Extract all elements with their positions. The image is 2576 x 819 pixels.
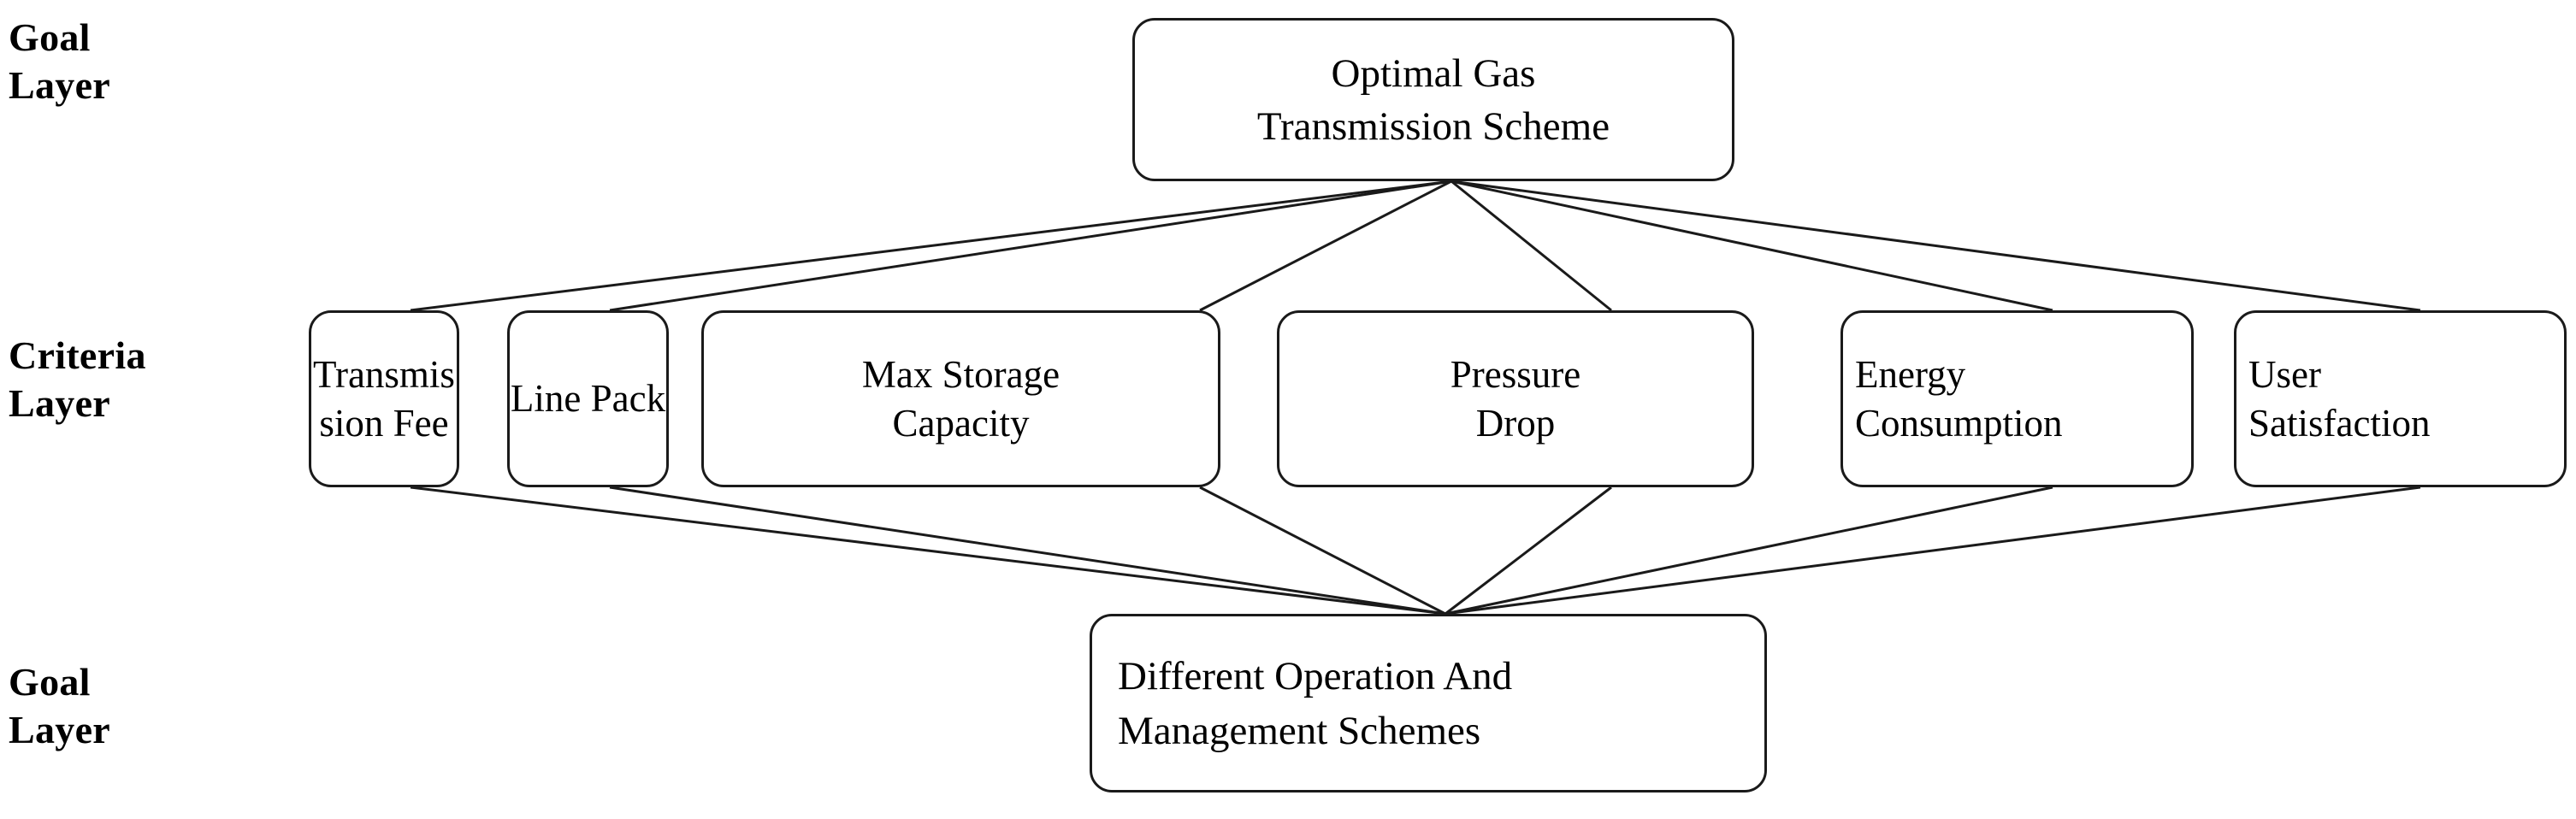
- node-label-line: sion Fee: [319, 401, 449, 445]
- node-line-pack[interactable]: Line Pack: [507, 310, 669, 487]
- layer-label-criteria-layer: Criteria Layer: [9, 333, 146, 425]
- edge-optimal-gas-transmission-scheme-to-line-pack: [609, 180, 1452, 312]
- node-label-line: Management Schemes: [1118, 708, 1481, 753]
- node-transmission-fee[interactable]: Transmis sion Fee: [309, 310, 459, 487]
- layer-label-goal-layer-bottom: Goal Layer: [9, 660, 111, 751]
- node-label-line: Transmission Scheme: [1256, 103, 1610, 149]
- node-label-line: User: [2248, 352, 2321, 396]
- edge-optimal-gas-transmission-scheme-to-energy-consumption: [1450, 180, 2053, 312]
- edge-optimal-gas-transmission-scheme-to-transmission-fee: [410, 180, 1452, 312]
- node-label-line: Energy: [1855, 352, 1966, 396]
- edge-energy-consumption-to-different-operation-and-management-schemes: [1445, 486, 2053, 616]
- edge-max-storage-capacity-to-different-operation-and-management-schemes: [1199, 486, 1446, 616]
- node-label-line: Satisfaction: [2248, 401, 2431, 445]
- edge-optimal-gas-transmission-scheme-to-max-storage-capacity: [1199, 180, 1452, 312]
- node-label-line: Optimal Gas: [1331, 50, 1536, 96]
- node-label-line: Consumption: [1855, 401, 2063, 445]
- edge-transmission-fee-to-different-operation-and-management-schemes: [410, 486, 1446, 616]
- edge-pressure-drop-to-different-operation-and-management-schemes: [1445, 486, 1612, 616]
- layer-label-goal-layer-top: Goal Layer: [9, 15, 111, 107]
- node-label-line: Pressure: [1450, 352, 1581, 396]
- node-label-line: Different Operation And: [1118, 653, 1513, 698]
- node-label-line: Transmis: [313, 352, 455, 396]
- node-label-line: Line Pack: [510, 377, 666, 420]
- edge-user-satisfaction-to-different-operation-and-management-schemes: [1445, 486, 2421, 616]
- node-label-line: Max Storage: [861, 352, 1061, 396]
- edge-line-pack-to-different-operation-and-management-schemes: [609, 486, 1446, 616]
- node-label-line: Capacity: [892, 401, 1030, 445]
- edge-optimal-gas-transmission-scheme-to-user-satisfaction: [1450, 180, 2421, 312]
- edge-optimal-gas-transmission-scheme-to-pressure-drop: [1450, 180, 1612, 312]
- node-label-line: Drop: [1475, 401, 1556, 445]
